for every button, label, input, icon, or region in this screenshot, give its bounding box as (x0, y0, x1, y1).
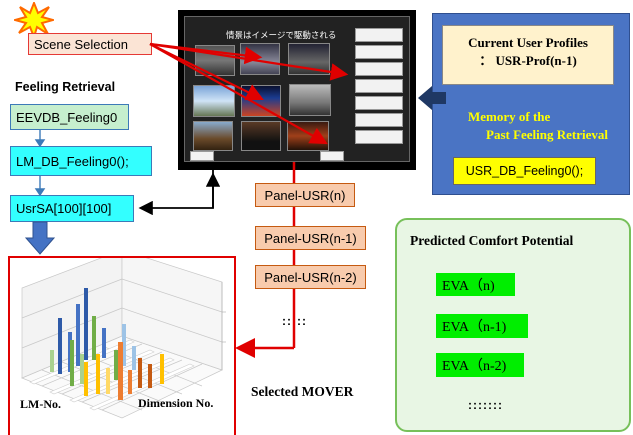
profile-line-2: ： USR-Prof(n-1) (479, 53, 577, 68)
side-panel-button[interactable] (355, 96, 403, 110)
side-panel-button[interactable] (355, 62, 403, 76)
panel-usr-n-2: Panel-USR(n-2) (255, 265, 366, 289)
profile-line-1: Current User Profiles (468, 35, 588, 50)
thumbnail-image[interactable] (193, 85, 235, 117)
side-panel-button[interactable] (355, 113, 403, 127)
dimension-no-label: Dimension No. (138, 396, 214, 410)
side-panel-button[interactable] (320, 151, 344, 161)
eva-n-1: EVA（n-1) (436, 314, 528, 338)
scene-selection-label: Scene Selection (28, 33, 152, 55)
lm-db-box: LM_DB_Feeling0(); (10, 146, 152, 176)
eva-ellipsis: ::::::: (468, 398, 503, 412)
predicted-comfort-title: Predicted Comfort Potential (410, 233, 574, 248)
thumbnail-image[interactable] (289, 84, 331, 116)
selected-mover-label: Selected MOVER (251, 384, 354, 399)
panel-usr-n-1: Panel-USR(n-1) (255, 226, 366, 250)
lm-no-label: LM-No. (20, 397, 61, 411)
memory-line-2: Past Feeling Retrieval (486, 127, 609, 142)
panel-usr-n: Panel-USR(n) (255, 183, 355, 207)
thumbnail-image[interactable] (241, 121, 281, 151)
current-user-profile-box: Current User Profiles ： USR-Prof(n-1) (442, 25, 614, 85)
side-panel-button[interactable] (355, 130, 403, 144)
side-panel-button[interactable] (190, 151, 214, 161)
memory-line-1: Memory of the (468, 109, 551, 124)
side-panel-button[interactable] (355, 45, 403, 59)
eevdb-box: EEVDB_Feeling0 (10, 104, 129, 130)
usr-db-feeling-box: USR_DB_Feeling0(); (453, 157, 596, 185)
thumbnail-image[interactable] (193, 121, 233, 151)
screenshot-title: 情景はイメージで駆動される (226, 30, 337, 40)
side-panel-button[interactable] (355, 79, 403, 93)
bar-chart-illustration (21, 258, 226, 419)
feeling-retrieval-heading: Feeling Retrieval (15, 80, 116, 94)
usrsa-box: UsrSA[100][100] (10, 195, 134, 222)
eva-n: EVA（n) (436, 273, 515, 296)
side-panel-button[interactable] (355, 28, 403, 42)
eva-n-2: EVA（n-2) (436, 353, 524, 377)
